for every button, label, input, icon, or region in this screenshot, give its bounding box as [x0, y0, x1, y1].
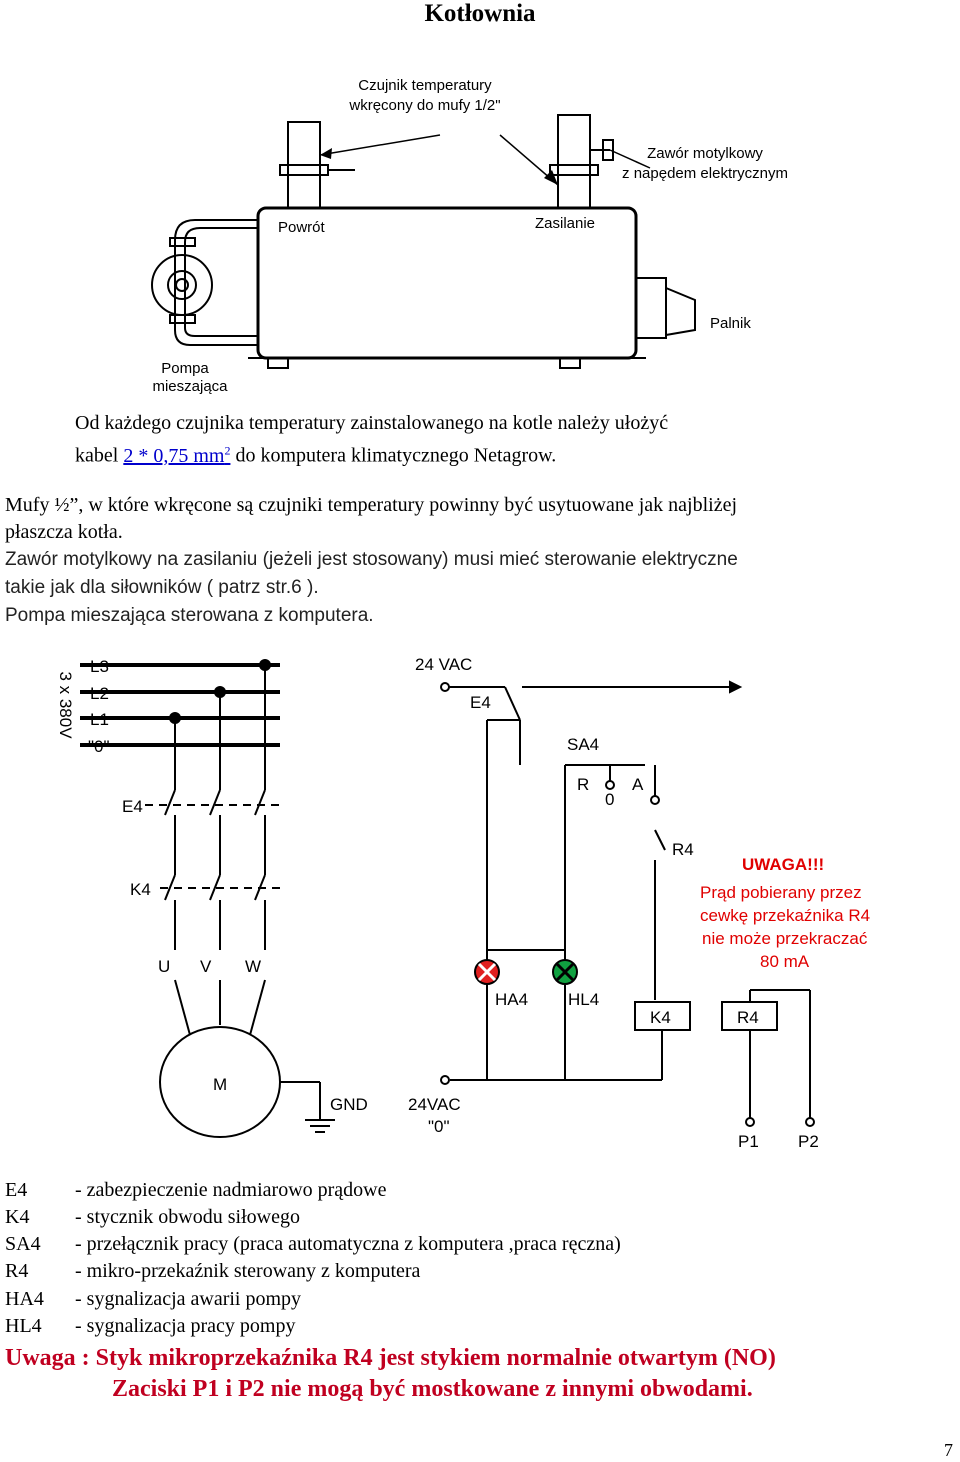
legend-row: R4 - mikro-przekaźnik sterowany z kompute…	[5, 1258, 420, 1285]
legend-row: HL4 - sygnalizacja pracy pompy	[5, 1313, 295, 1340]
legend-code: HA4	[5, 1288, 44, 1310]
legend-code: HL4	[5, 1315, 42, 1337]
gnd-label: GND	[330, 1095, 368, 1114]
sensor-label-line1: Czujnik temperatury	[358, 77, 492, 94]
page-number: 7	[944, 1440, 953, 1460]
supply-label: Zasilanie	[535, 215, 595, 232]
e4-control-label: E4	[470, 693, 491, 712]
sa4-pos-r: R	[577, 775, 589, 794]
hl4-lamp	[552, 959, 578, 985]
legend-desc: - sygnalizacja pracy pompy	[75, 1315, 296, 1337]
valve-line-1: Zawór motylkowy na zasilaniu (jeżeli jes…	[5, 549, 738, 570]
terminal-w: W	[245, 957, 261, 976]
legend-row: SA4 - przełącznik pracy (praca automatycz…	[5, 1231, 621, 1258]
k4-coil-label: K4	[650, 1008, 671, 1027]
legend-desc: - przełącznik pracy (praca automatyczna …	[75, 1233, 621, 1255]
legend-desc: - mikro-przekaźnik sterowany z komputera	[75, 1260, 421, 1282]
cable-line-1: Od każdego czujnika temperatury zainstal…	[75, 412, 669, 434]
k4-power-label: K4	[130, 880, 151, 899]
ha4-label: HA4	[495, 990, 528, 1009]
cable-spec-sup: 2	[224, 443, 231, 457]
cable-prefix: kabel	[75, 444, 124, 467]
pump-line: Pompa mieszająca sterowana z komputera.	[5, 605, 374, 626]
legend-desc: - sygnalizacja awarii pompy	[75, 1288, 302, 1310]
schematic-warning-line4: 80 mA	[760, 952, 810, 971]
legend-code: SA4	[5, 1233, 41, 1255]
schematic-warning-line3: nie może przekraczać	[702, 929, 868, 948]
cable-spec-text: 2 * 0,75 mm	[123, 444, 225, 467]
mufy-line-2: płaszcza kotła.	[5, 521, 123, 543]
electrical-schematic: 3 x 380V L3 L2 L1 "0" E4 K4 U V W M GND …	[56, 655, 870, 1151]
legend-code: R4	[5, 1260, 29, 1282]
sa4-label: SA4	[567, 735, 599, 754]
valve-label-line1: Zawór motylkowy	[647, 145, 763, 162]
r4-coil-label: R4	[737, 1008, 759, 1027]
burner-label: Palnik	[710, 315, 751, 332]
schematic-warning-title: UWAGA!!!	[742, 855, 824, 874]
pump-label-line1: Pompa	[161, 360, 209, 377]
schematic-warning-line2: cewkę przekaźnika R4	[700, 906, 870, 925]
valve-paragraph: Zawór motylkowy na zasilaniu (jeżeli jes…	[5, 546, 945, 630]
phase-l3: L3	[90, 657, 109, 676]
r4-contact-label: R4	[672, 840, 694, 859]
vac-bottom-label: 24VAC	[408, 1095, 461, 1114]
terminal-u: U	[158, 957, 170, 976]
page-title: Kotłownia	[424, 0, 536, 27]
terminal-v: V	[200, 957, 212, 976]
sensor-label-line2: wkręcony do mufy 1/2"	[348, 97, 500, 114]
return-label: Powrót	[278, 219, 326, 236]
valve-line-2: takie jak dla siłowników ( patrz str.6 )…	[5, 577, 319, 598]
schematic-warning-line1: Prąd pobierany przez	[700, 883, 862, 902]
phase-l1: L1	[90, 710, 109, 729]
sa4-pos-0: 0	[605, 790, 614, 809]
mufy-paragraph: Mufy ½”, w które wkręcone są czujniki te…	[5, 492, 945, 546]
phase-neutral: "0"	[88, 737, 110, 756]
warning-line-1: Uwaga : Styk mikroprzekaźnika R4 jest st…	[5, 1345, 776, 1371]
mufy-line-1: Mufy ½”, w które wkręcone są czujniki te…	[5, 494, 738, 516]
ha4-lamp	[474, 959, 500, 985]
e4-power-label: E4	[122, 797, 143, 816]
motor-label: M	[213, 1075, 227, 1094]
terminal-p1: P1	[738, 1132, 759, 1151]
phase-l2: L2	[90, 684, 109, 703]
cable-suffix: do komputera klimatycznego Netagrow.	[230, 444, 557, 467]
legend-row: E4 - zabezpieczenie nadmiarowo prądowe	[5, 1177, 387, 1204]
warning-line-2: Zaciski P1 i P2 nie mogą być mostkowane …	[112, 1376, 753, 1402]
supply-pipe	[557, 114, 591, 209]
legend-row: K4 - stycznik obwodu siłowego	[5, 1204, 300, 1231]
cable-line-2: kabel 2 * 0,75 mm2 do komputera klimatyc…	[75, 437, 875, 470]
supply-voltage-label: 3 x 380V	[56, 671, 75, 739]
legend-desc: - zabezpieczenie nadmiarowo prądowe	[75, 1179, 387, 1201]
vac-top-label: 24 VAC	[415, 655, 472, 674]
terminal-p2: P2	[798, 1132, 819, 1151]
sa4-pos-a: A	[632, 775, 644, 794]
pump-body	[151, 254, 213, 316]
vac-bottom-zero: "0"	[428, 1117, 450, 1136]
cable-spec-link[interactable]: 2 * 0,75 mm2	[123, 443, 231, 467]
legend-row: HA4 - sygnalizacja awarii pompy	[5, 1286, 301, 1313]
burner	[635, 277, 667, 339]
legend-desc: - stycznik obwodu siłowego	[75, 1206, 300, 1228]
legend-code: K4	[5, 1206, 30, 1228]
hl4-label: HL4	[568, 990, 599, 1009]
boiler-diagram: Czujnik temperatury wkręcony do mufy 1/2…	[151, 77, 788, 395]
pump-label-line2: mieszająca	[152, 378, 228, 395]
legend-code: E4	[5, 1179, 28, 1201]
valve-label-line2: z napędem elektrycznym	[622, 165, 788, 182]
cable-paragraph: Od każdego czujnika temperatury zainstal…	[75, 410, 875, 470]
